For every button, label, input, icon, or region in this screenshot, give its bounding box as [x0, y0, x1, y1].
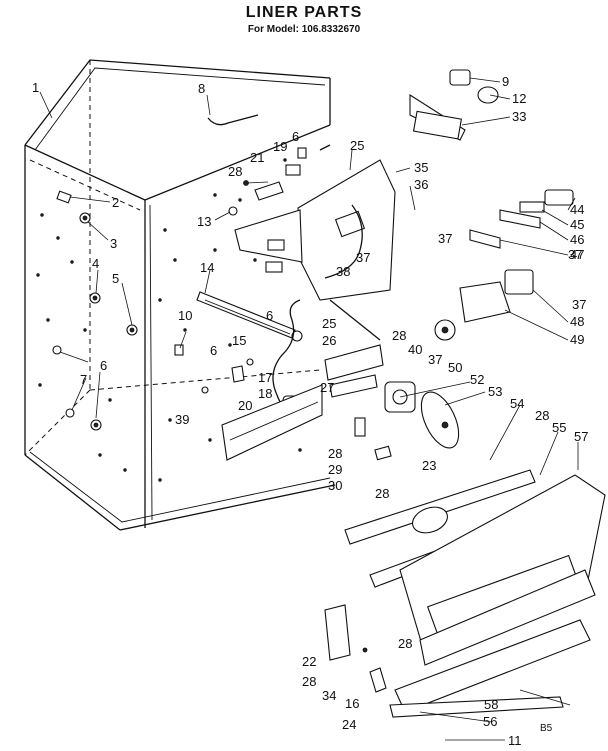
callout-35: 35 — [414, 160, 428, 175]
light-socket-parts — [409, 69, 499, 141]
callout-21: 21 — [250, 150, 264, 165]
callout-28-c: 28 — [328, 446, 342, 461]
callout-7: 7 — [80, 372, 87, 387]
callout-37-a: 37 — [438, 231, 452, 246]
callout-34: 34 — [322, 688, 336, 703]
callout-13: 13 — [197, 214, 211, 229]
callout-44: 44 — [570, 202, 584, 217]
callout-47: 47 — [570, 247, 584, 262]
evaporator-cover-plate — [234, 159, 396, 341]
callout-38: 38 — [336, 264, 350, 279]
callout-37-d: 37 — [572, 297, 586, 312]
callout-52: 52 — [470, 372, 484, 387]
callout-22: 22 — [302, 654, 316, 669]
callout-29: 29 — [328, 462, 342, 477]
callout-5: 5 — [112, 271, 119, 286]
callout-37-e: 37 — [428, 352, 442, 367]
callout-49: 49 — [570, 332, 584, 347]
crisper-cover-assembly — [324, 469, 606, 718]
callout-28-f: 28 — [398, 636, 412, 651]
callout-28-g: 28 — [302, 674, 316, 689]
callout-33: 33 — [512, 109, 526, 124]
corner-code: B5 — [540, 723, 553, 734]
callout-25-mid: 25 — [322, 316, 336, 331]
callout-19: 19 — [273, 139, 287, 154]
callout-10: 10 — [178, 308, 192, 323]
callout-58: 58 — [484, 697, 498, 712]
callout-39: 39 — [175, 412, 189, 427]
callout-46: 46 — [570, 232, 584, 247]
callout-23: 23 — [422, 458, 436, 473]
callout-20: 20 — [238, 398, 252, 413]
left-wall-parts — [52, 190, 138, 431]
callout-28-e: 28 — [535, 408, 549, 423]
fan-shroud-assembly — [221, 344, 460, 461]
callout-4: 4 — [92, 256, 99, 271]
callout-55: 55 — [552, 420, 566, 435]
callout-30: 30 — [328, 478, 342, 493]
callout-56: 56 — [483, 714, 497, 729]
callout-48: 48 — [570, 314, 584, 329]
callout-17: 17 — [258, 370, 272, 385]
callout-18: 18 — [258, 386, 272, 401]
callout-6-left: 6 — [100, 358, 107, 373]
callout-3: 3 — [110, 236, 117, 251]
model-number: For Model: 106.8332670 — [247, 24, 361, 35]
callout-8: 8 — [198, 81, 205, 96]
callout-16: 16 — [345, 696, 359, 711]
liner-cabinet — [24, 59, 336, 531]
callout-40: 40 — [408, 342, 422, 357]
callout-9: 9 — [502, 74, 509, 89]
callout-53: 53 — [488, 384, 502, 399]
callout-37-b: 37 — [356, 250, 370, 265]
callout-36: 36 — [414, 177, 428, 192]
callout-28-d: 28 — [375, 486, 389, 501]
callout-12: 12 — [512, 91, 526, 106]
callout-14: 14 — [200, 260, 214, 275]
callout-15: 15 — [232, 333, 246, 348]
page-title: LINER PARTS — [245, 4, 363, 21]
callout-25-top: 25 — [350, 138, 364, 153]
callout-6-lower: 6 — [210, 343, 217, 358]
callout-45: 45 — [570, 217, 584, 232]
callout-2: 2 — [112, 195, 119, 210]
callout-57: 57 — [574, 429, 588, 444]
liner-mounting-holes — [36, 158, 302, 482]
callout-24: 24 — [342, 717, 356, 732]
callout-1: 1 — [32, 80, 39, 95]
callout-54: 54 — [510, 396, 524, 411]
callout-6-mid: 6 — [266, 308, 273, 323]
callout-50: 50 — [448, 360, 462, 375]
callout-37-c: 37 — [568, 247, 582, 262]
callout-6-top: 6 — [292, 129, 299, 144]
callout-labels: 1 2 3 4 5 6 6 6 6 7 8 9 10 11 12 13 14 1… — [32, 74, 588, 748]
callout-28-a: 28 — [228, 164, 242, 179]
callout-28-b: 28 — [392, 328, 406, 343]
control-parts — [434, 189, 574, 341]
callout-27: 27 — [320, 380, 334, 395]
leader-lines — [39, 77, 579, 741]
callout-11: 11 — [508, 733, 522, 748]
callout-26: 26 — [322, 333, 336, 348]
